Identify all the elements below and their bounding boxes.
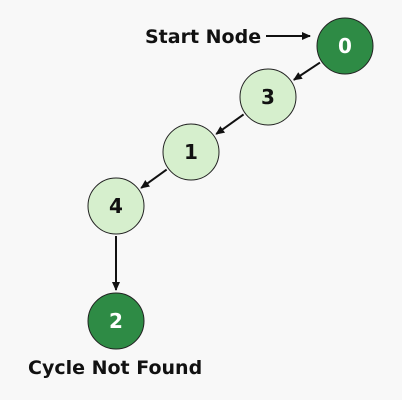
edge-3-to-1: [215, 113, 245, 135]
node-circle-3: [239, 68, 297, 126]
node-circle-2: [87, 292, 145, 350]
edge-0-to-3: [293, 61, 321, 81]
node-circle-0: [316, 17, 374, 75]
graph-node-1: 1: [162, 123, 220, 181]
result-label: Cycle Not Found: [28, 357, 202, 379]
node-label-2: 2: [109, 309, 123, 333]
node-circle-4: [87, 177, 145, 235]
start-node-label: Start Node: [145, 26, 261, 48]
node-label-4: 4: [109, 194, 123, 218]
graph-node-3: 3: [239, 68, 297, 126]
node-label-0: 0: [338, 34, 352, 58]
node-circle-1: [162, 123, 220, 181]
graph-node-4: 4: [87, 177, 145, 235]
node-label-1: 1: [184, 140, 198, 164]
edge-1-to-4: [140, 168, 168, 189]
graph-node-2: 2: [87, 292, 145, 350]
node-label-3: 3: [261, 85, 275, 109]
edges-layer: [112, 61, 321, 291]
graph-node-0: 0: [316, 17, 374, 75]
nodes-layer: 0 3 1 4 2: [87, 17, 374, 350]
